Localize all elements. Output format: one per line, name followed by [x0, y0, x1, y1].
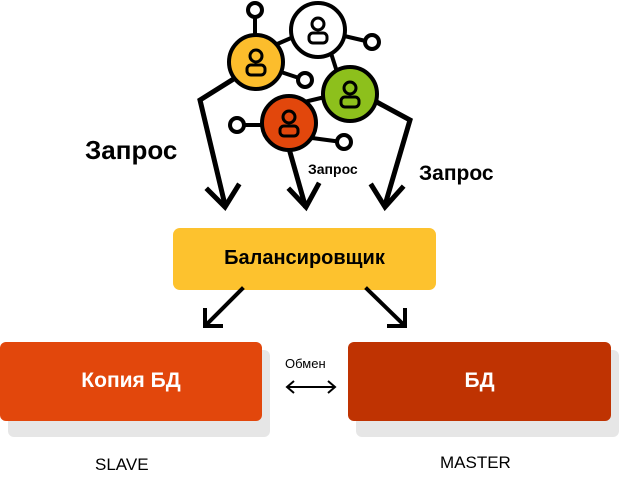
request-label-right: Запрос — [419, 162, 494, 185]
replica-db-label: Копия БД — [81, 369, 181, 392]
balancer-arrows — [203, 286, 407, 328]
user-icon-yellow — [227, 33, 285, 91]
master-label: MASTER — [440, 453, 511, 472]
network-nodes — [228, 1, 381, 151]
master-db-label: БД — [464, 369, 495, 392]
balancer-box — [173, 228, 436, 290]
user-icon-red — [260, 94, 318, 152]
master-db-box — [348, 342, 611, 421]
exchange-label: Обмен — [285, 356, 326, 371]
request-label-middle: Запрос — [308, 161, 358, 177]
exchange-arrow — [285, 380, 337, 394]
request-label-left: Запрос — [85, 135, 178, 165]
replica-db-box — [0, 342, 262, 421]
user-icon-white — [289, 1, 347, 59]
request-arrows — [197, 76, 413, 212]
balancer-label: Балансировщик — [224, 247, 385, 269]
slave-label: SLAVE — [95, 455, 149, 474]
user-icon-green — [321, 65, 379, 123]
